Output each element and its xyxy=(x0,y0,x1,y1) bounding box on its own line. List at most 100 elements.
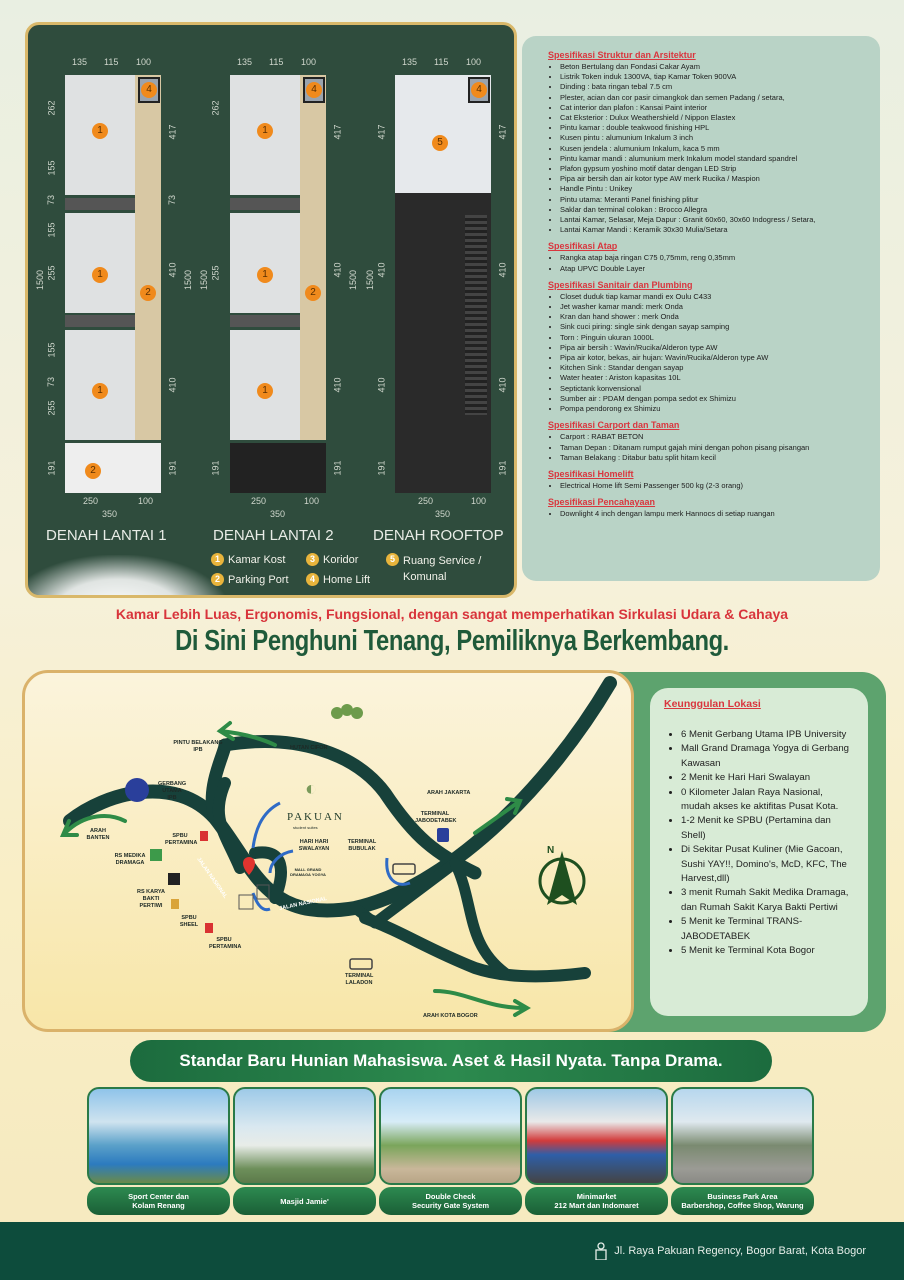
badge-kamar-kost: 1 xyxy=(92,267,108,283)
facility-photo-pool xyxy=(87,1087,230,1185)
address-text: Jl. Raya Pakuan Regency, Bogor Barat, Ko… xyxy=(614,1245,866,1257)
dimension-label: 73 xyxy=(46,376,57,388)
dimension-label: 250 xyxy=(251,496,267,506)
spec-item: Taman Belakang : Ditabur batu split hita… xyxy=(560,453,870,463)
spec-item: Cat Eksterior : Dulux Weathershield / Ni… xyxy=(560,113,870,123)
dimension-label: 135 xyxy=(72,57,88,67)
map-label: TERMINAL BUBULAK xyxy=(347,839,377,852)
dimension-label: 410 xyxy=(497,377,508,393)
spec-item: Pipa air kotor, bekas, air hujan: Wavin/… xyxy=(560,353,870,363)
map-label: HUTAN CIFOR xyxy=(290,745,328,751)
dimension-label: 250 xyxy=(83,496,99,506)
dimension-label: 191 xyxy=(210,460,221,476)
ipb-logo-icon xyxy=(125,778,149,802)
dimension-label: 410 xyxy=(332,262,343,278)
floor-plans-panel: 4 1 1 1 2 2 4 1 1 1 2 4 5 135 115 100 13… xyxy=(25,22,517,598)
badge-parking-port: 2 xyxy=(305,285,321,301)
spec-item: Pompa pendorong ex Shimizu xyxy=(560,404,870,414)
facility-photo-mosque xyxy=(233,1087,376,1185)
dimension-label: 255 xyxy=(46,400,57,416)
dimension-label: 255 xyxy=(210,265,221,281)
spec-section-title: Spesifikasi Pencahayaan xyxy=(548,497,656,508)
spec-section-title: Spesifikasi Carport dan Taman xyxy=(548,420,680,431)
dimension-label: 417 xyxy=(332,124,343,140)
map-label: SPBU PERTAMINA xyxy=(209,937,242,950)
spec-item: Electrical Home lift Semi Passenger 500 … xyxy=(560,481,870,491)
location-advantage-item: 2 Menit ke Hari Hari Swalayan xyxy=(681,771,854,785)
road xyxy=(249,846,287,904)
dimension-total: 1500 xyxy=(365,269,376,291)
arrow-jakarta xyxy=(473,797,523,835)
spec-item: Sumber air : PDAM dengan pompa sedot ex … xyxy=(560,394,870,404)
dimension-label: 350 xyxy=(435,509,451,519)
address: Jl. Raya Pakuan Regency, Bogor Barat, Ko… xyxy=(594,1242,866,1260)
dimension-label: 155 xyxy=(46,160,57,176)
badge-parking-port: 2 xyxy=(140,285,156,301)
badge-parking-port: 2 xyxy=(85,463,101,479)
floor-plan-lantai-2: 4 1 1 1 2 xyxy=(230,75,326,493)
spec-item: Pintu kamar mandi : alumunium merk Inkal… xyxy=(560,154,870,164)
map-label: SPBU PERTAMINA xyxy=(165,833,198,846)
dimension-label: 100 xyxy=(304,496,320,506)
spec-list: Closet duduk tiap kamar mandi ex Oulu C4… xyxy=(548,292,870,414)
badge-kamar-kost: 1 xyxy=(257,383,273,399)
dimension-label: 115 xyxy=(269,57,284,67)
headline: Di Sini Penghuni Tenang, Pemiliknya Berk… xyxy=(175,625,729,657)
tagline: Kamar Lebih Luas, Ergonomis, Fungsional,… xyxy=(115,606,789,622)
arrow-blue xyxy=(251,801,281,849)
dimension-label: 410 xyxy=(497,262,508,278)
spec-item: Downlight 4 inch dengan lampu merk Hanno… xyxy=(560,509,870,519)
dimension-label: 115 xyxy=(104,57,119,67)
spec-item: Plafon gypsum yoshino motif datar dengan… xyxy=(560,164,870,174)
road xyxy=(63,676,617,918)
spec-item: Beton Bertulang dan Fondasi Cakar Ayam xyxy=(560,62,870,72)
plan-title-lantai-2: DENAH LANTAI 2 xyxy=(213,527,334,544)
location-pin-icon xyxy=(243,857,255,875)
dimension-label: 262 xyxy=(46,100,57,116)
dimension-label: 250 xyxy=(418,496,434,506)
spec-item: Carport : RABAT BETON xyxy=(560,432,870,442)
map-label: RS MEDIKA DRAMAGA xyxy=(114,853,146,866)
spec-item: Pintu kamar : double teakwood finishing … xyxy=(560,123,870,133)
bus-icon xyxy=(392,863,416,875)
facility-card-masjid: Masjid Jamie' xyxy=(233,1087,376,1215)
facility-photo-business-park xyxy=(671,1087,814,1185)
dimension-label: 417 xyxy=(376,124,387,140)
badge-kamar-kost: 1 xyxy=(92,123,108,139)
dimension-total: 1500 xyxy=(183,269,194,291)
plan-title-lantai-1: DENAH LANTAI 1 xyxy=(46,527,167,544)
spec-item: Closet duduk tiap kamar mandi ex Oulu C4… xyxy=(560,292,870,302)
location-advantage-item: 5 Menit ke Terminal Kota Bogor xyxy=(681,944,854,958)
pakuan-brand-sub: student suites xyxy=(293,825,318,830)
arrow-blue xyxy=(268,849,294,874)
pakuan-logo-glyph: ◐ xyxy=(305,778,317,800)
spec-item: Water heater : Ariston kapasitas 10L xyxy=(560,373,870,383)
location-advantage-item: Di Sekitar Pusat Kuliner (Mie Gacoan, Su… xyxy=(681,843,854,886)
spec-item: Septictank konvensional xyxy=(560,384,870,394)
map-label: MALL GRAND DRAMAGA YOGYA xyxy=(290,867,326,877)
forest-icon xyxy=(331,704,363,719)
spec-item: Sink cuci piring: single sink dengan say… xyxy=(560,322,870,332)
road xyxy=(218,735,482,880)
fuel-station-icon xyxy=(171,899,179,909)
arrow-banten xyxy=(59,814,127,837)
plan-title-rooftop: DENAH ROOFTOP xyxy=(373,527,504,544)
badge-home-lift: 4 xyxy=(306,82,322,98)
dimension-label: 73 xyxy=(167,194,178,206)
spec-item: Listrik Token induk 1300VA, tiap Kamar T… xyxy=(560,72,870,82)
dimension-total: 1500 xyxy=(348,269,359,291)
badge-kamar-kost: 1 xyxy=(257,267,273,283)
dimension-label: 350 xyxy=(102,509,118,519)
map-label: HARI HARI SWALAYAN xyxy=(298,839,330,852)
spec-item: Kran dan hand shower : merk Onda xyxy=(560,312,870,322)
spec-item: Atap UPVC Double Layer xyxy=(560,264,870,274)
building-location-icon xyxy=(595,1242,607,1260)
map-label: TERMINAL LALADON xyxy=(345,973,374,986)
dimension-label: 191 xyxy=(46,460,57,476)
spec-section-title: Spesifikasi Homelift xyxy=(548,468,634,479)
location-advantage-item: 5 Menit ke Terminal TRANS-JABODETABEK xyxy=(681,915,854,944)
badge-kamar-kost: 1 xyxy=(257,123,273,139)
map-label: PINTU BELAKANG IPB xyxy=(173,740,223,753)
